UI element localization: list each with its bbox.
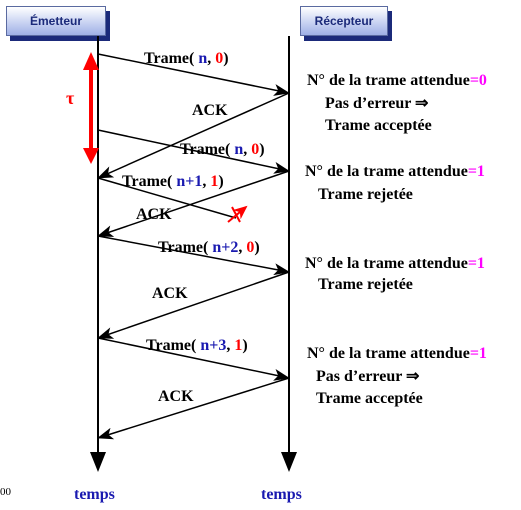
receiver-header: Récepteur <box>300 6 388 36</box>
frame-arrow-4 <box>97 235 290 276</box>
ack-label-4: ACK <box>158 388 194 405</box>
page-number: 00 <box>0 486 11 498</box>
expected-frame-note-3: N° de la trame attendue=1 <box>305 255 485 272</box>
expected-frame-note-4: N° de la trame attendue=1 <box>307 345 487 362</box>
sender-time-label: temps <box>74 486 115 503</box>
note-2-line-1: Trame rejetée <box>318 186 413 203</box>
ack-arrow-4 <box>97 377 290 440</box>
frame-arrow-3-lost <box>97 177 237 219</box>
tau-label: τ <box>66 88 75 108</box>
frame-arrow-1 <box>97 53 290 96</box>
frame-label-5: Trame( n+3, 1) <box>146 337 248 354</box>
ack-label-2: ACK <box>136 206 172 223</box>
ack-label-3: ACK <box>152 285 188 302</box>
receiver-time-label: temps <box>261 486 302 503</box>
frame-label-2: Trame( n, 0) <box>180 141 265 158</box>
frame-label-4: Trame( n+2, 0) <box>158 239 260 256</box>
sender-time-arrowhead <box>90 452 106 472</box>
tau-arrowhead-bottom <box>83 148 99 164</box>
frame-label-1: Trame( n, 0) <box>144 50 229 67</box>
ack-arrow-3 <box>97 271 290 339</box>
ack-arrow-2 <box>97 170 290 237</box>
lost-frame-marker <box>227 205 248 223</box>
receiver-time-arrowhead <box>281 452 297 472</box>
expected-frame-note-1: N° de la trame attendue=0 <box>307 72 487 89</box>
note-3-line-1: Trame rejetée <box>318 276 413 293</box>
tau-arrowhead-top <box>83 52 99 70</box>
note-1-line-2: Trame acceptée <box>325 117 432 134</box>
note-1-line-1: Pas d’erreur ⇒ <box>325 95 429 112</box>
note-4-line-2: Trame acceptée <box>316 390 423 407</box>
expected-frame-note-2: N° de la trame attendue=1 <box>305 163 485 180</box>
ack-label-1: ACK <box>192 102 228 119</box>
ack-arrow-1 <box>97 92 290 179</box>
sender-header: Émetteur <box>6 6 106 36</box>
frame-arrow-2 <box>97 129 290 174</box>
frame-arrow-5 <box>97 337 290 381</box>
note-4-line-1: Pas d’erreur ⇒ <box>316 368 420 385</box>
frame-label-3: Trame( n+1, 1) <box>122 173 224 190</box>
